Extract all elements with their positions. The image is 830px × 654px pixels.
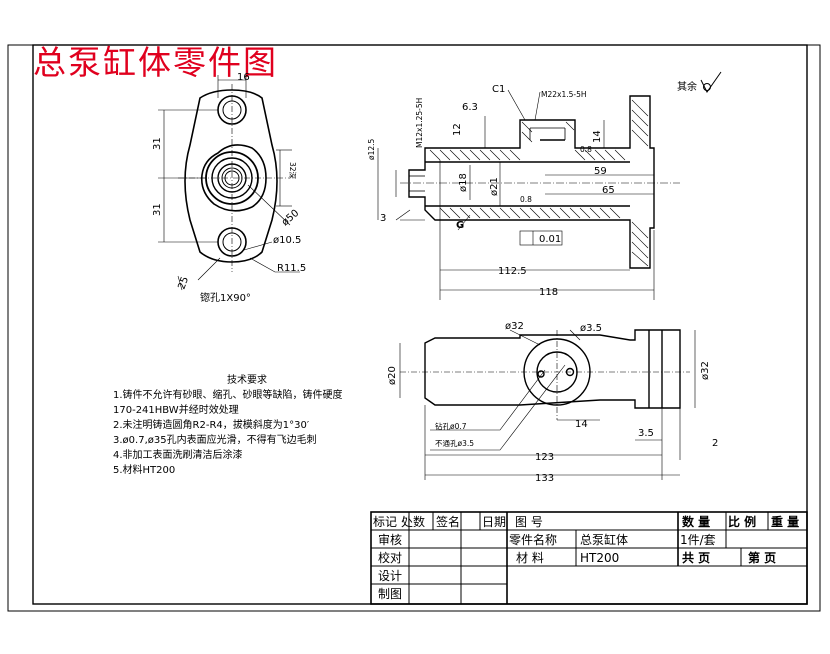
- tb-header-mark: 标记: [373, 515, 397, 529]
- notes-line-3: 2.未注明铸造圆角R2-R4，拔模斜度为1°30′: [113, 418, 310, 431]
- dim-phi-18: ø18: [458, 173, 469, 192]
- section-view: [408, 95, 655, 269]
- dim-phi-20: ø20: [387, 366, 398, 385]
- drawing-title: 总泵缸体零件图: [33, 43, 278, 82]
- flatness-tolerance: 0.01: [539, 234, 561, 245]
- tb-header-weight: 重 量: [771, 514, 799, 529]
- bottom-dimension-lines: [399, 329, 696, 480]
- dim-32-deep: 32深: [288, 162, 297, 180]
- tb-draw: 制图: [378, 587, 402, 601]
- title-block: [370, 511, 808, 605]
- notes-line-6: 5.材料HT200: [113, 463, 175, 476]
- dim-upper-31: 31: [152, 137, 163, 150]
- dim-top-width: 16: [237, 72, 250, 83]
- notes-line-4: 3.ø0.7,ø35孔内表面应光滑，不得有飞边毛刺: [113, 433, 317, 446]
- notes-line-1: 1.铸件不允许有砂眼、缩孔、砂眼等缺陷，铸件硬度: [113, 388, 343, 401]
- dim-133: 133: [535, 473, 554, 484]
- dim-112-5: 112.5: [498, 266, 527, 277]
- tb-design: 设计: [378, 569, 402, 583]
- tb-header-qty: 数 量: [682, 514, 710, 529]
- dim-angle-25: 25: [176, 275, 191, 291]
- dim-59: 59: [594, 166, 607, 177]
- notes-line-5: 4.非加工表面洗刷清洁后涂漆: [113, 448, 243, 461]
- tb-part-label: 零件名称: [509, 532, 557, 547]
- dim-phi-21: ø21: [489, 177, 500, 196]
- section-dimension-lines: [377, 89, 680, 300]
- tb-header-loc: 处数: [401, 514, 425, 529]
- dim-2: 2: [712, 438, 718, 449]
- chamfer-note: 锪孔1X90°: [200, 291, 251, 304]
- roughness-other-symbol: 其余: [677, 71, 722, 93]
- tb-header-sign: 签名: [436, 514, 460, 529]
- dim-c1: C1: [492, 84, 505, 95]
- notes-line-2: 170-241HBW并经时效处理: [113, 403, 239, 416]
- left-view: [158, 75, 300, 291]
- tb-qty: 1件/套: [680, 533, 716, 547]
- dim-12: 12: [452, 123, 463, 136]
- tb-header-scale: 比 例: [728, 514, 756, 529]
- dim-3: 3: [380, 213, 386, 224]
- section-hatching: [429, 99, 649, 267]
- roughness-other-label: 其余: [677, 80, 697, 93]
- leader-blind: 不通孔ø3.5: [435, 438, 474, 448]
- tb-page-no: 第 页: [748, 550, 776, 565]
- dim-dia-left: ø12.5: [367, 138, 376, 160]
- dim-118: 118: [539, 287, 558, 298]
- roughness-bore: 0.8: [520, 195, 532, 204]
- dim-thread-top: M22x1.5-5H: [541, 90, 587, 99]
- dim-14-bottom: 14: [575, 419, 588, 430]
- tb-part-name: 总泵缸体: [580, 532, 628, 547]
- tb-audit: 审核: [378, 532, 402, 547]
- tb-material-label: 材 料: [516, 551, 544, 565]
- dim-65: 65: [602, 185, 615, 196]
- dim-hole-10-5: ø10.5: [273, 235, 301, 246]
- dim-phi-32-right: ø32: [700, 361, 711, 380]
- tb-material: HT200: [580, 551, 619, 565]
- leader-drill: 钻孔ø0.7: [435, 421, 467, 431]
- roughness-top: 0.8: [580, 145, 592, 154]
- dim-thread-left: M12x1.25-5H: [415, 98, 424, 148]
- tb-total-pages: 共 页: [682, 550, 710, 565]
- dim-phi-3-5: ø3.5: [580, 323, 602, 334]
- dim-3-5-bottom: 3.5: [638, 428, 654, 439]
- dim-r-11-5: R11.5: [277, 263, 306, 274]
- tb-header-drawno: 图 号: [515, 515, 543, 529]
- dim-14: 14: [592, 130, 603, 143]
- dim-phi-32-top: ø32: [505, 321, 524, 332]
- tb-check: 校对: [378, 550, 402, 565]
- tb-header-date: 日期: [482, 515, 506, 529]
- dim-123: 123: [535, 452, 554, 463]
- datum-label: G: [456, 220, 464, 231]
- dim-6-3: 6.3: [462, 102, 478, 113]
- dim-lower-31: 31: [152, 203, 163, 216]
- notes-heading: 技术要求: [227, 373, 267, 386]
